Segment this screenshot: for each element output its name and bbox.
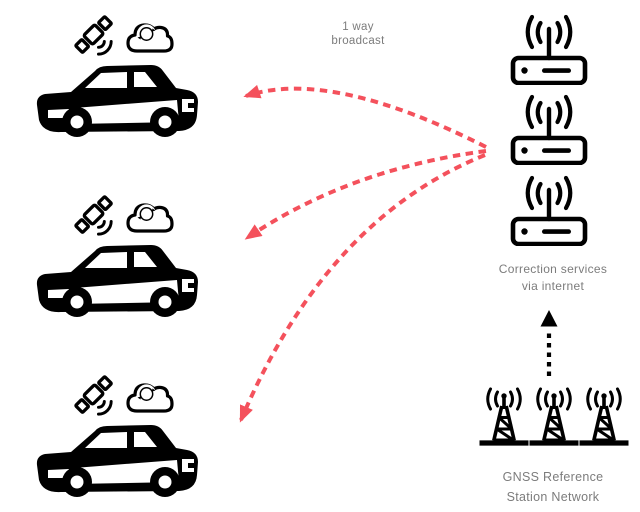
cloud-sync-icon (125, 19, 175, 57)
correction-label-line1: Correction services (498, 262, 608, 276)
gnss-label-line2: Station Network (506, 490, 600, 504)
broadcast-arrow-middle (244, 149, 487, 240)
vehicle-group-3 (33, 374, 233, 502)
car-icon (33, 420, 201, 500)
radio-tower-icon-3 (578, 385, 630, 447)
cloud-sync-icon (125, 379, 175, 417)
broadcast-arrow-bottom (239, 153, 486, 423)
satellite-icon (73, 374, 120, 421)
cloud-sync-icon (125, 199, 175, 237)
wifi-router-icon-2 (509, 93, 589, 165)
upload-arrowhead (540, 310, 558, 327)
correction-label-line2: via internet (521, 279, 585, 293)
wifi-router-icon-1 (509, 13, 589, 85)
satellite-icon (73, 194, 120, 241)
broadcast-label: 1 way broadcast (296, 20, 420, 48)
vehicle-group-2 (33, 194, 233, 322)
radio-tower-icon-1 (478, 385, 530, 447)
vehicle-group-1 (33, 14, 233, 142)
broadcast-label-line2: broadcast (331, 35, 385, 47)
satellite-icon (73, 14, 120, 61)
broadcast-label-line1: 1 way (342, 21, 374, 33)
radio-tower-icon-2 (528, 385, 580, 447)
car-icon (33, 60, 201, 140)
gnss-network-label: GNSS Reference Station Network (478, 467, 628, 507)
correction-services-label: Correction services via internet (478, 261, 628, 295)
car-icon (33, 240, 201, 320)
wifi-router-icon-3 (509, 174, 589, 246)
broadcast-arrow-top (243, 84, 487, 149)
gnss-label-line1: GNSS Reference (502, 470, 604, 484)
